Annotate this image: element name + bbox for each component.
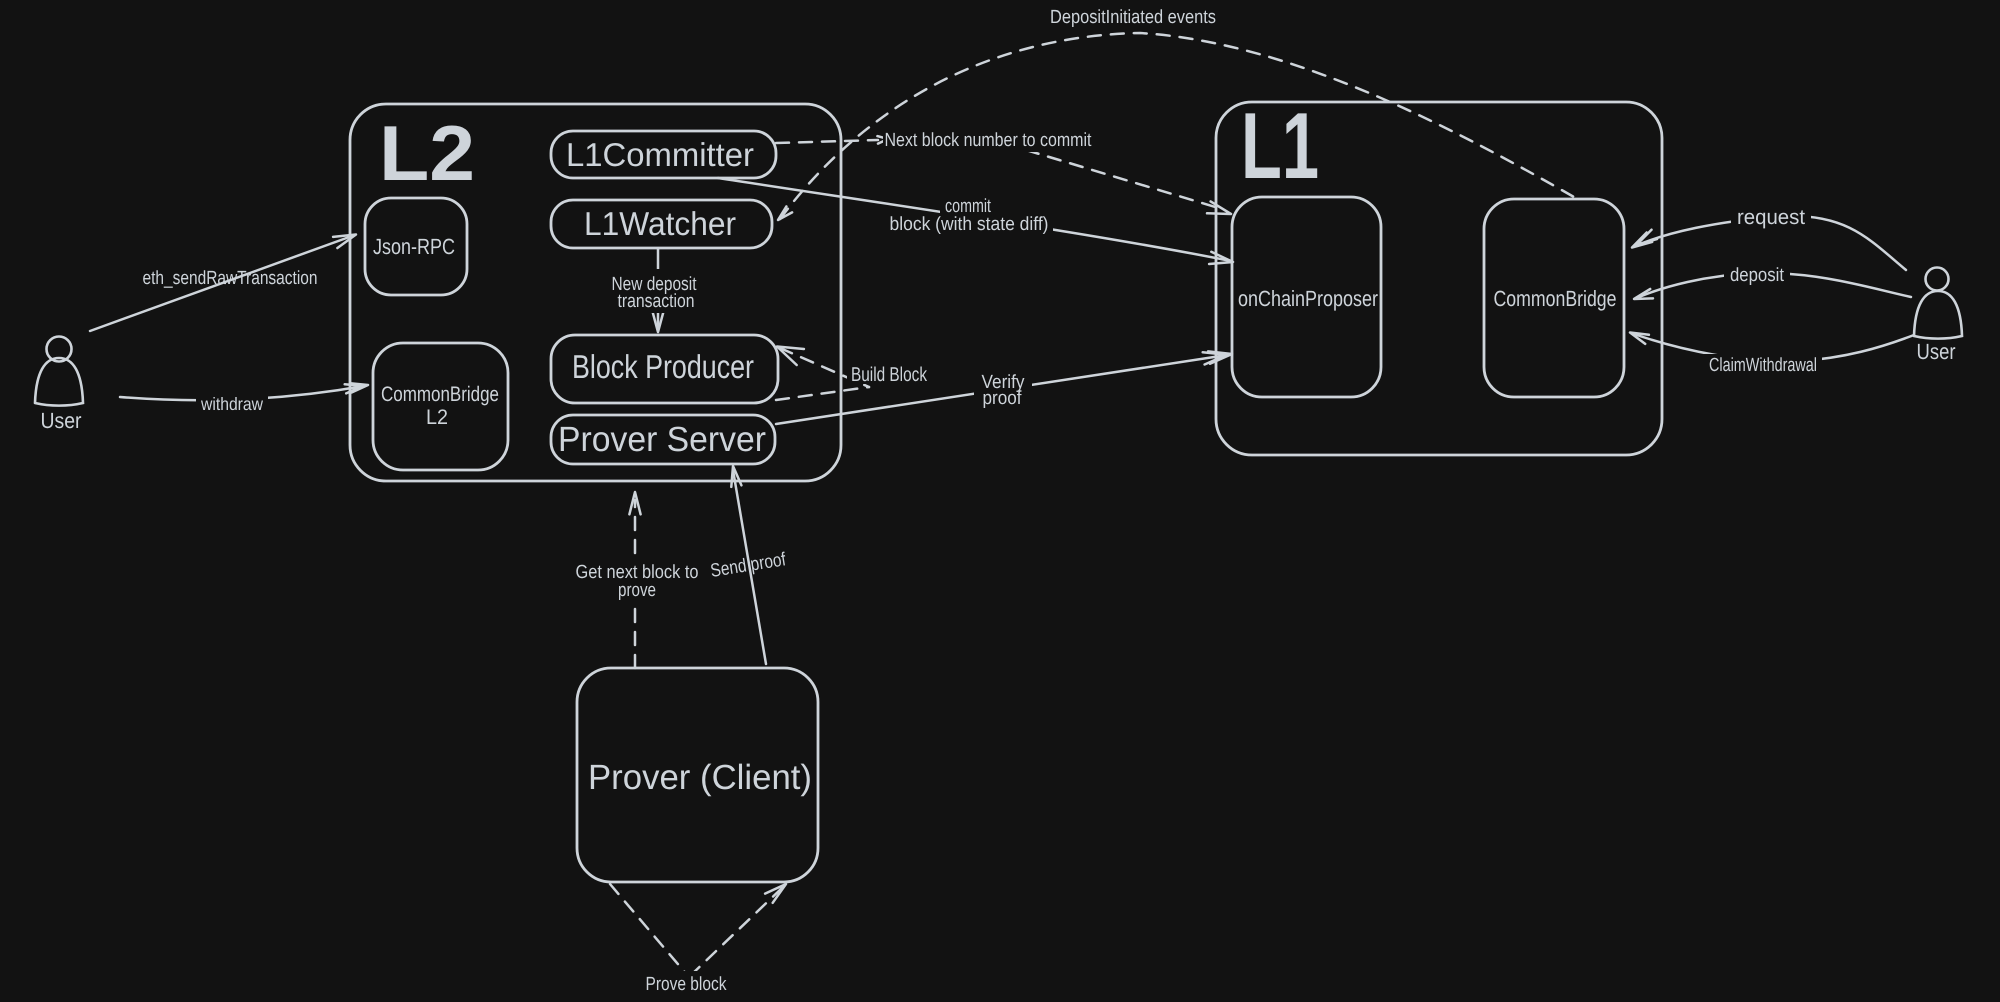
svg-text:request: request	[1737, 206, 1805, 229]
svg-text:L2: L2	[379, 109, 475, 197]
svg-text:DepositInitiated events: DepositInitiated events	[1050, 7, 1216, 28]
svg-text:CommonBridge: CommonBridge	[381, 383, 499, 406]
svg-text:Prove block: Prove block	[646, 974, 727, 995]
svg-text:proof: proof	[983, 388, 1023, 409]
svg-text:Build Block: Build Block	[851, 364, 928, 386]
svg-text:L1: L1	[1241, 93, 1319, 198]
svg-text:Get next block to: Get next block to	[576, 562, 699, 583]
svg-text:withdraw: withdraw	[200, 394, 264, 414]
svg-text:Verify: Verify	[982, 372, 1025, 393]
svg-text:transaction: transaction	[618, 291, 695, 312]
svg-text:eth_sendRawTransaction: eth_sendRawTransaction	[143, 268, 318, 289]
svg-text:ClaimWithdrawal: ClaimWithdrawal	[1709, 355, 1817, 376]
svg-text:User: User	[41, 408, 82, 433]
svg-text:Next block number to commit: Next block number to commit	[885, 130, 1093, 151]
svg-text:deposit: deposit	[1730, 265, 1785, 286]
svg-text:CommonBridge: CommonBridge	[1494, 286, 1617, 311]
svg-text:L1Watcher: L1Watcher	[584, 205, 736, 242]
svg-text:New deposit: New deposit	[612, 274, 698, 295]
svg-text:Prover (Client): Prover (Client)	[588, 758, 812, 797]
svg-text:User: User	[1917, 339, 1956, 364]
svg-text:commit: commit	[945, 196, 992, 217]
svg-text:Block Producer: Block Producer	[572, 348, 754, 385]
svg-text:Prover Server: Prover Server	[558, 420, 766, 459]
svg-text:Json-RPC: Json-RPC	[373, 234, 455, 259]
svg-text:L1Committer: L1Committer	[566, 136, 754, 173]
svg-text:prove: prove	[618, 580, 656, 601]
svg-text:block (with state diff): block (with state diff)	[890, 214, 1049, 235]
svg-text:L2: L2	[426, 406, 448, 429]
svg-text:onChainProposer: onChainProposer	[1238, 286, 1378, 311]
